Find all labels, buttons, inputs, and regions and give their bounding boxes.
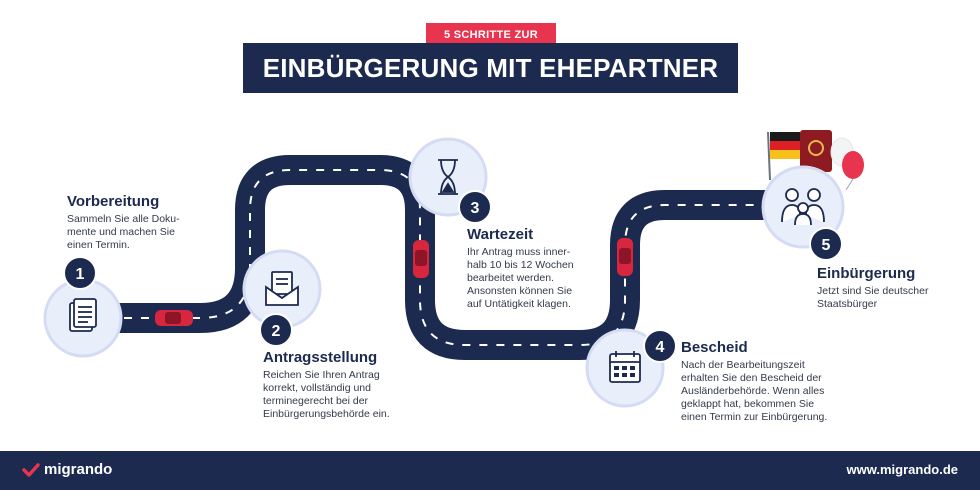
svg-text:5: 5 xyxy=(822,237,831,254)
balloons-icon xyxy=(830,137,864,191)
car-icon xyxy=(617,238,633,276)
step-1-circle xyxy=(43,278,123,358)
step-3-description: Ihr Antrag muss inner- halb 10 bis 12 Wo… xyxy=(467,246,574,310)
step-1-title: Vorbereitung xyxy=(67,193,160,210)
calendar-icon xyxy=(609,351,641,383)
family-icon xyxy=(781,188,825,226)
svg-text:3: 3 xyxy=(471,200,480,217)
road-illustration: 1 2 3 4 5 xyxy=(43,130,864,408)
hourglass-icon xyxy=(438,159,458,195)
step-4-badge: 4 xyxy=(643,329,677,363)
step-2-circle xyxy=(242,249,322,329)
footer-bar xyxy=(0,451,980,490)
step-5-circle xyxy=(761,165,845,249)
step-3-badge: 3 xyxy=(458,190,492,224)
step-1-badge: 1 xyxy=(63,256,97,290)
svg-text:2: 2 xyxy=(272,323,281,340)
passport-icon xyxy=(800,130,832,172)
checkmark-icon xyxy=(22,462,40,477)
german-flag-icon xyxy=(767,131,800,181)
svg-text:4: 4 xyxy=(656,339,665,356)
step-1-description: Sammeln Sie alle Doku- mente und machen … xyxy=(67,213,180,251)
step-4-title: Bescheid xyxy=(681,339,748,356)
step-4-description: Nach der Bearbeitungszeit erhalten Sie d… xyxy=(681,359,828,423)
car-icon xyxy=(155,310,193,326)
step-2-text: Antragsstellung Reichen Sie Ihren Antrag… xyxy=(263,349,433,421)
step-5-text: Einbürgerung Jetzt sind Sie deutscher St… xyxy=(817,265,967,311)
envelope-letter-icon xyxy=(265,271,299,306)
website-link[interactable]: www.migrando.de xyxy=(846,462,958,477)
car-icon xyxy=(413,240,429,278)
step-2-title: Antragsstellung xyxy=(263,349,378,366)
svg-text:1: 1 xyxy=(76,266,85,283)
step-5-title: Einbürgerung xyxy=(817,265,916,282)
step-5-badge: 5 xyxy=(809,227,843,261)
step-3-title: Wartezeit xyxy=(467,226,534,243)
document-stack-icon xyxy=(69,298,97,332)
step-1-text: Vorbereitung Sammeln Sie alle Doku- ment… xyxy=(67,193,217,252)
step-3-text: Wartezeit Ihr Antrag muss inner- halb 10… xyxy=(467,226,617,311)
page-title: EINBÜRGERUNG MIT EHEPARTNER xyxy=(243,43,738,93)
step-5-description: Jetzt sind Sie deutscher Staatsbürger xyxy=(817,285,929,310)
brand-name: migrando xyxy=(44,461,113,478)
brand-logo[interactable]: migrando xyxy=(22,461,112,478)
step-4-text: Bescheid Nach der Bearbeitungszeit erhal… xyxy=(681,339,861,424)
step-2-description: Reichen Sie Ihren Antrag korrekt, vollst… xyxy=(263,369,390,420)
step-2-badge: 2 xyxy=(259,313,293,347)
